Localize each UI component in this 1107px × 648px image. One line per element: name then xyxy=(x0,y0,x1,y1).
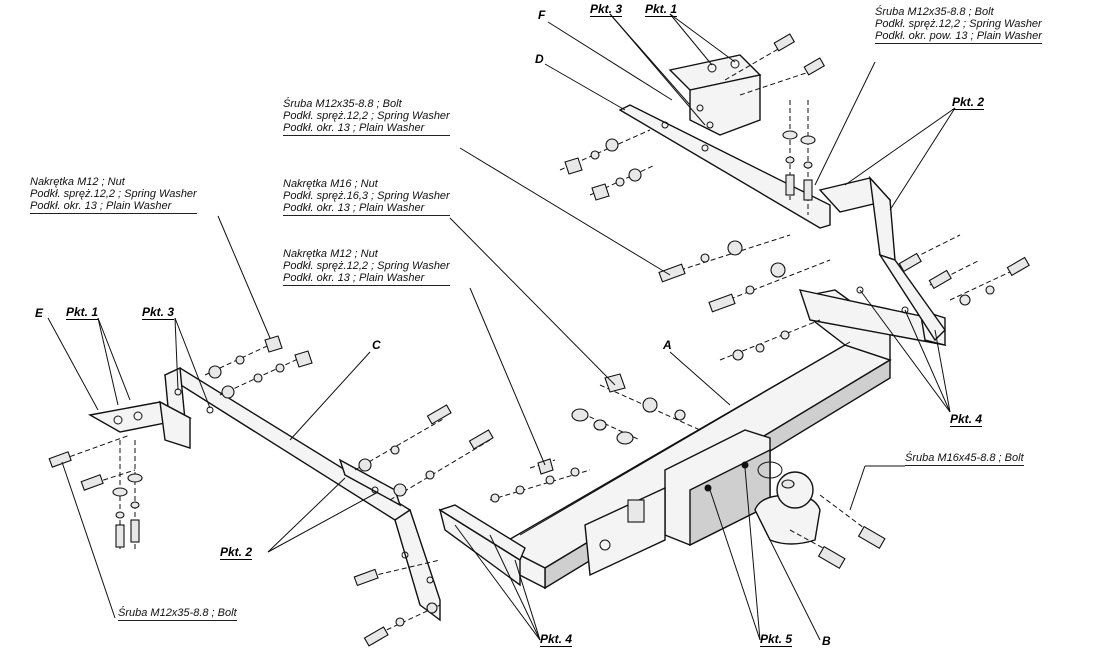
callout-mid-top: Śruba M12x35-8.8 ; Bolt Podkł. spręż.12,… xyxy=(283,98,450,136)
callout-bolt-bottom: Śruba M12x35-8.8 ; Bolt xyxy=(118,607,237,621)
callout-line: Podkł. okr. pow. 13 ; Plain Washer xyxy=(875,30,1042,42)
callout-line: Podkł. okr. 13 ; Plain Washer xyxy=(30,200,172,212)
part-label-e: E xyxy=(35,306,44,320)
hardware-d-mid xyxy=(658,234,831,313)
hardware-crossbar-right xyxy=(571,319,821,445)
pkt2-label-left: Pkt. 2 xyxy=(220,545,253,560)
hardware-e xyxy=(48,434,143,550)
hardware-c-right xyxy=(354,404,494,501)
pkt4-label-right: Pkt. 4 xyxy=(950,412,983,427)
pkt1-label-top: Pkt. 1 xyxy=(645,2,678,17)
callout-m12-nut: Nakrętka M12 ; Nut Podkł. spręż.12,2 ; S… xyxy=(283,248,450,286)
tow-ball-b xyxy=(754,461,821,545)
part-label-a: A xyxy=(663,338,672,352)
callout-line: Śruba M12x35-8.8 ; Bolt xyxy=(118,607,237,619)
callout-line: Nakrętka M12 ; Nut xyxy=(30,176,125,188)
bracket-f xyxy=(668,54,762,136)
callout-line: Podkł. okr. 13 ; Plain Washer xyxy=(283,272,425,284)
callout-line: Śruba M16x45-8.8 ; Bolt xyxy=(905,452,1024,464)
callout-line: Podkł. spręż.12,2 ; Spring Washer xyxy=(30,188,197,200)
crossbar-end-plate-left xyxy=(438,504,526,587)
callout-line: Podkł. okr. 13 ; Plain Washer xyxy=(283,122,425,134)
hardware-crossbar-left xyxy=(489,458,591,503)
part-label-b: B xyxy=(822,634,831,648)
callout-line: Podkł. okr. 13 ; Plain Washer xyxy=(283,202,425,214)
callout-line: Podkł. spręż.12,2 ; Spring Washer xyxy=(283,110,450,122)
hardware-d-right xyxy=(898,234,1030,306)
callout-m16-nut: Nakrętka M16 ; Nut Podkł. spręż.16,3 ; S… xyxy=(283,178,450,216)
ball-mount-block xyxy=(584,429,771,577)
callout-line: Podkł. spręż.12,2 ; Spring Washer xyxy=(875,18,1042,30)
pkt1-label-left: Pkt. 1 xyxy=(66,305,99,320)
callout-line: Nakrętka M12 ; Nut xyxy=(283,248,378,260)
bracket-e xyxy=(87,400,193,449)
callout-left-nut: Nakrętka M12 ; Nut Podkł. spręż.12,2 ; S… xyxy=(30,176,197,214)
pkt5-label: Pkt. 5 xyxy=(760,632,793,647)
hardware-d-left xyxy=(559,129,656,201)
callout-top-right: Śruba M12x35-8.8 ; Bolt Podkł. spręż.12,… xyxy=(875,6,1042,44)
pkt2-label-right: Pkt. 2 xyxy=(952,95,985,110)
pkt3-label-left: Pkt. 3 xyxy=(142,305,175,320)
callout-line: Nakrętka M16 ; Nut xyxy=(283,178,378,190)
callout-line: Śruba M12x35-8.8 ; Bolt xyxy=(283,98,402,110)
part-label-c: C xyxy=(372,338,381,352)
callout-line: Podkł. spręż.12,2 ; Spring Washer xyxy=(283,260,450,272)
part-label-f: F xyxy=(538,8,546,22)
hardware-c-top xyxy=(204,335,313,399)
hardware-top-right xyxy=(724,33,826,215)
callout-line: Śruba M12x35-8.8 ; Bolt xyxy=(875,6,994,18)
hardware-c-bottom xyxy=(353,559,441,647)
hardware-ball xyxy=(789,494,886,569)
callout-bolt-m16: Śruba M16x45-8.8 ; Bolt xyxy=(905,452,1024,466)
pkt3-label-top: Pkt. 3 xyxy=(590,2,623,17)
callout-line: Podkł. spręż.16,3 ; Spring Washer xyxy=(283,190,450,202)
side-bracket-d xyxy=(618,104,946,342)
crossbar-a xyxy=(498,289,892,590)
part-label-d: D xyxy=(535,52,544,66)
leader-lines xyxy=(47,13,956,641)
pkt4-label-bottom: Pkt. 4 xyxy=(540,632,573,647)
